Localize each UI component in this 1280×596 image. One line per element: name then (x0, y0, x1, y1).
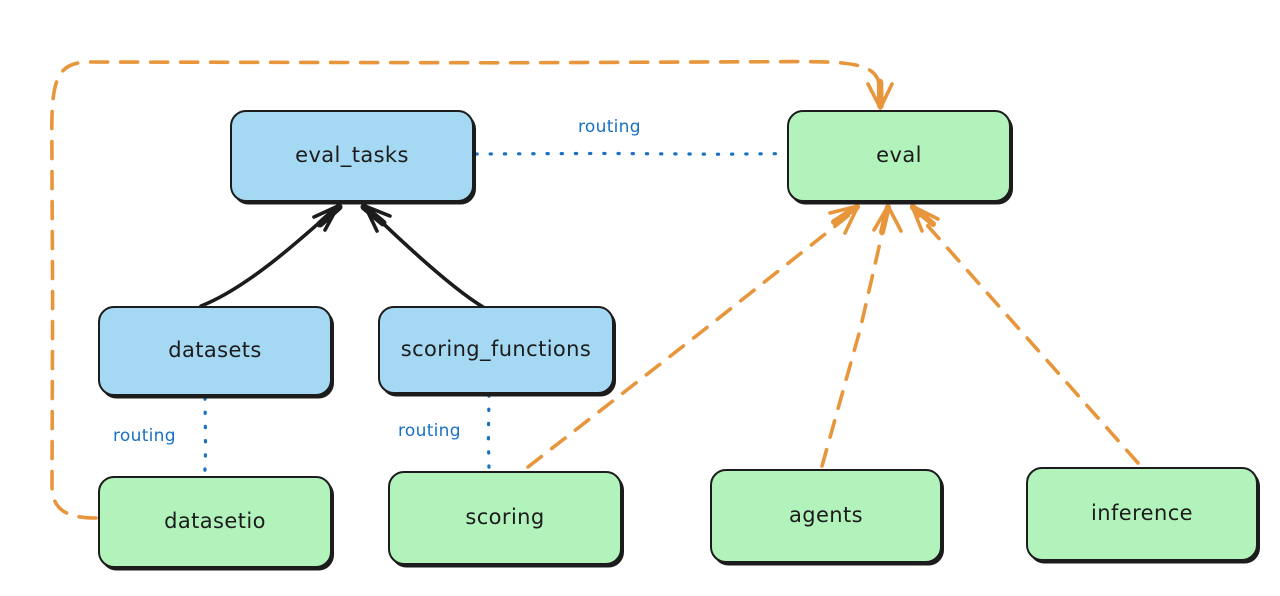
node-label: scoring_functions (400, 337, 592, 362)
node-label: datasetio (164, 509, 266, 534)
edge-eval_tasks-to-eval (474, 151, 786, 156)
edge-label-routing-scoring: routing (398, 421, 461, 441)
node-scoring[interactable]: scoring (388, 471, 622, 565)
edge-agents-to-eval (820, 204, 903, 468)
node-eval[interactable]: eval (787, 110, 1011, 202)
node-agents[interactable]: agents (710, 469, 942, 563)
edge-scoring_functions-to-eval_tasks (360, 203, 485, 309)
edge-scoring_functions-to-scoring (486, 393, 491, 471)
node-scoring-functions[interactable]: scoring_functions (378, 306, 614, 394)
node-label: inference (1091, 501, 1193, 526)
node-label: scoring (465, 505, 545, 530)
edge-datasets-to-datasetio (203, 396, 208, 476)
node-eval-tasks[interactable]: eval_tasks (230, 110, 474, 202)
node-datasetio[interactable]: datasetio (98, 476, 332, 568)
edge-inference-to-eval (910, 204, 1140, 465)
edge-datasets-to-eval_tasks (199, 203, 343, 308)
node-label: eval_tasks (295, 143, 409, 168)
edge-label-routing-eval: routing (578, 117, 641, 137)
edge-label-routing-datasetio: routing (113, 426, 176, 446)
node-inference[interactable]: inference (1026, 467, 1258, 561)
node-label: eval (876, 143, 922, 168)
node-label: datasets (168, 338, 262, 363)
node-label: agents (788, 503, 863, 528)
node-datasets[interactable]: datasets (98, 306, 332, 396)
